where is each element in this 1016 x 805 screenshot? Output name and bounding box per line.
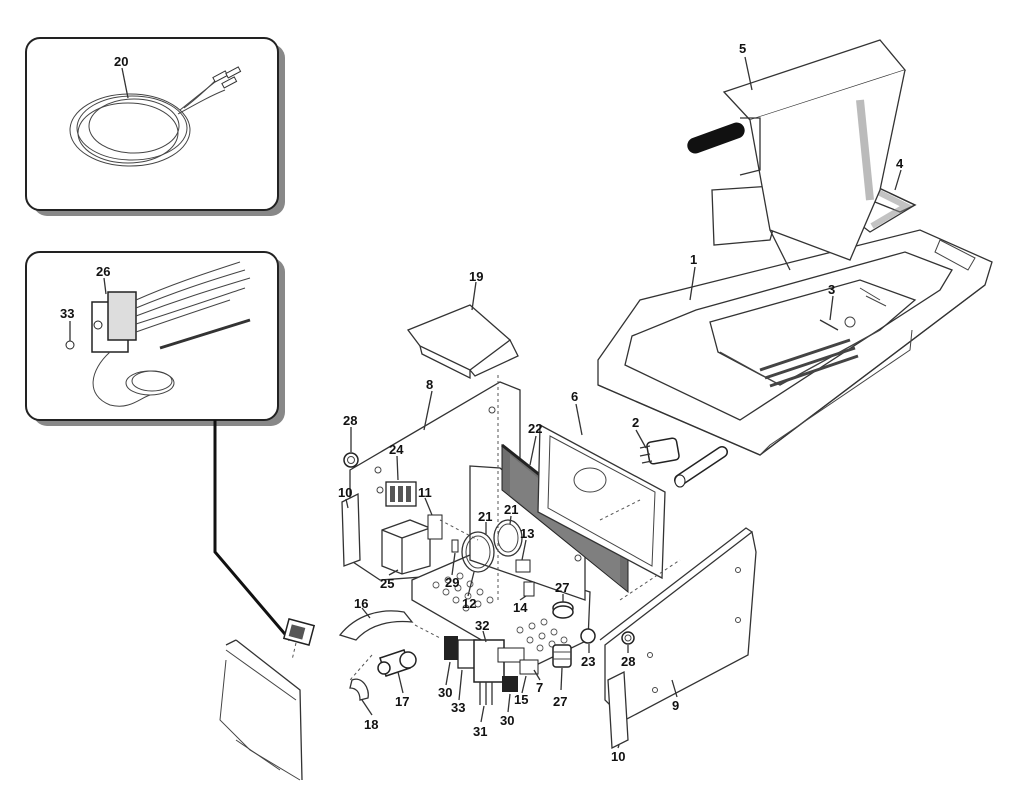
drain-tap-17 bbox=[377, 649, 417, 677]
callout-10-right: 10 bbox=[611, 749, 625, 764]
relay-group bbox=[444, 636, 539, 705]
power-cable bbox=[69, 66, 242, 167]
callout-12: 12 bbox=[462, 596, 476, 611]
fry-basket bbox=[687, 39, 907, 271]
callout-21-right: 21 bbox=[504, 502, 518, 517]
nut-23 bbox=[580, 628, 596, 644]
terminal-block-24 bbox=[385, 481, 417, 507]
part-30-left bbox=[444, 636, 458, 660]
callout-17: 17 bbox=[395, 694, 409, 709]
callout-33-inset: 33 bbox=[60, 306, 74, 321]
callout-13: 13 bbox=[520, 526, 534, 541]
clip-11 bbox=[427, 514, 443, 540]
callout-1: 1 bbox=[690, 252, 697, 267]
grommet-28-right bbox=[621, 631, 635, 645]
callout-29: 29 bbox=[445, 575, 459, 590]
inset-connector bbox=[213, 420, 292, 641]
callout-30-right: 30 bbox=[500, 713, 514, 728]
leader-lines bbox=[345, 56, 902, 749]
part-15 bbox=[519, 659, 539, 675]
gasket-frame-6 bbox=[537, 423, 666, 580]
callout-4: 4 bbox=[896, 156, 904, 171]
inset-cable: 20 bbox=[25, 37, 285, 216]
callout-28-right: 28 bbox=[621, 654, 635, 669]
housing-fragment bbox=[219, 639, 303, 781]
callout-22: 22 bbox=[528, 421, 542, 436]
callout-28-left: 28 bbox=[343, 413, 357, 428]
callout-27-upper: 27 bbox=[555, 580, 569, 595]
callout-3: 3 bbox=[828, 282, 835, 297]
ring-12-left bbox=[461, 531, 495, 573]
callout-8: 8 bbox=[426, 377, 433, 392]
callout-11: 11 bbox=[418, 485, 432, 500]
inset-thermostat: 26 33 bbox=[25, 251, 285, 426]
bushing-27-lower bbox=[552, 644, 572, 668]
bracket-10-right bbox=[607, 670, 629, 750]
ring-21 bbox=[493, 519, 523, 557]
grommet-28-left bbox=[343, 452, 359, 468]
callout-19: 19 bbox=[469, 269, 483, 284]
callout-23: 23 bbox=[581, 654, 595, 669]
front-panel bbox=[461, 465, 586, 601]
hood-19 bbox=[406, 304, 519, 380]
callout-14: 14 bbox=[513, 600, 528, 615]
part-29 bbox=[451, 539, 459, 553]
callout-7: 7 bbox=[536, 680, 543, 695]
callout-10-left: 10 bbox=[338, 485, 352, 500]
callout-5: 5 bbox=[739, 41, 746, 56]
callout-15: 15 bbox=[514, 692, 528, 707]
callout-32: 32 bbox=[475, 618, 489, 633]
fryer-tank bbox=[597, 229, 993, 456]
part-30-right bbox=[502, 676, 518, 692]
contactor-25 bbox=[381, 519, 431, 575]
callout-30-left: 30 bbox=[438, 685, 452, 700]
drain-hose-16 bbox=[338, 610, 414, 641]
bushing-27-upper bbox=[552, 601, 574, 619]
callout-24: 24 bbox=[389, 442, 404, 457]
part-14 bbox=[523, 581, 535, 597]
switch bbox=[282, 618, 316, 661]
callout-33: 33 bbox=[451, 700, 465, 715]
callout-27-lower: 27 bbox=[553, 694, 567, 709]
thermostat bbox=[91, 261, 251, 407]
callout-16: 16 bbox=[354, 596, 368, 611]
callout-18: 18 bbox=[364, 717, 378, 732]
bracket-10-left bbox=[341, 492, 361, 567]
part-13 bbox=[515, 559, 531, 573]
callouts: 5 4 1 3 2 6 8 19 28 24 22 10 11 21 21 13… bbox=[338, 41, 904, 764]
callout-20: 20 bbox=[114, 54, 128, 69]
drain-rod bbox=[674, 446, 728, 488]
callout-6: 6 bbox=[571, 389, 578, 404]
callout-2: 2 bbox=[632, 415, 639, 430]
part-32 bbox=[497, 647, 525, 663]
heating-element bbox=[759, 316, 859, 388]
drain-spout-18 bbox=[349, 678, 369, 701]
callout-25: 25 bbox=[380, 576, 394, 591]
element-connector bbox=[639, 437, 680, 465]
callout-26: 26 bbox=[96, 264, 110, 279]
side-panel-9 bbox=[599, 527, 757, 721]
assembly-lines bbox=[349, 375, 681, 681]
callout-21-left: 21 bbox=[478, 509, 492, 524]
callout-9: 9 bbox=[672, 698, 679, 713]
callout-31: 31 bbox=[473, 724, 487, 739]
